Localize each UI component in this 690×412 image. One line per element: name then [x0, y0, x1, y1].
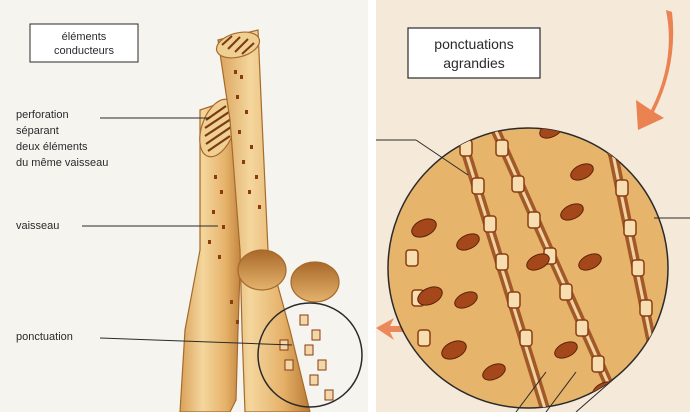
label-perforation-line1: perforation: [16, 109, 69, 121]
label-ponctuation: ponctuation: [16, 331, 73, 343]
label-perforation-line2: séparant: [16, 125, 59, 137]
panel-elements-conducteurs: éléments conducteurs perforation séparan…: [0, 0, 368, 412]
label-perforation-line3: deux éléments: [16, 141, 88, 153]
vessel-left-opening: [238, 250, 286, 290]
arrow-top-right: [636, 10, 673, 130]
label-ponctuations-line2: agrandies: [443, 55, 505, 71]
vessel-illustration: éléments conducteurs perforation séparan…: [0, 0, 368, 412]
label-ponctuations-line1: ponctuations: [434, 36, 513, 52]
panel-ponctuations-agrandies: ponctuations agrandies: [376, 0, 690, 412]
enlarged-pits-illustration: ponctuations agrandies: [376, 0, 690, 412]
label-vaisseau: vaisseau: [16, 220, 59, 232]
vessel-right-opening: [291, 262, 339, 302]
label-perforation-line4: du même vaisseau: [16, 157, 108, 169]
label-elements-line2: conducteurs: [54, 45, 114, 57]
panel-divider: [368, 0, 376, 412]
label-elements-line1: éléments: [62, 31, 107, 43]
